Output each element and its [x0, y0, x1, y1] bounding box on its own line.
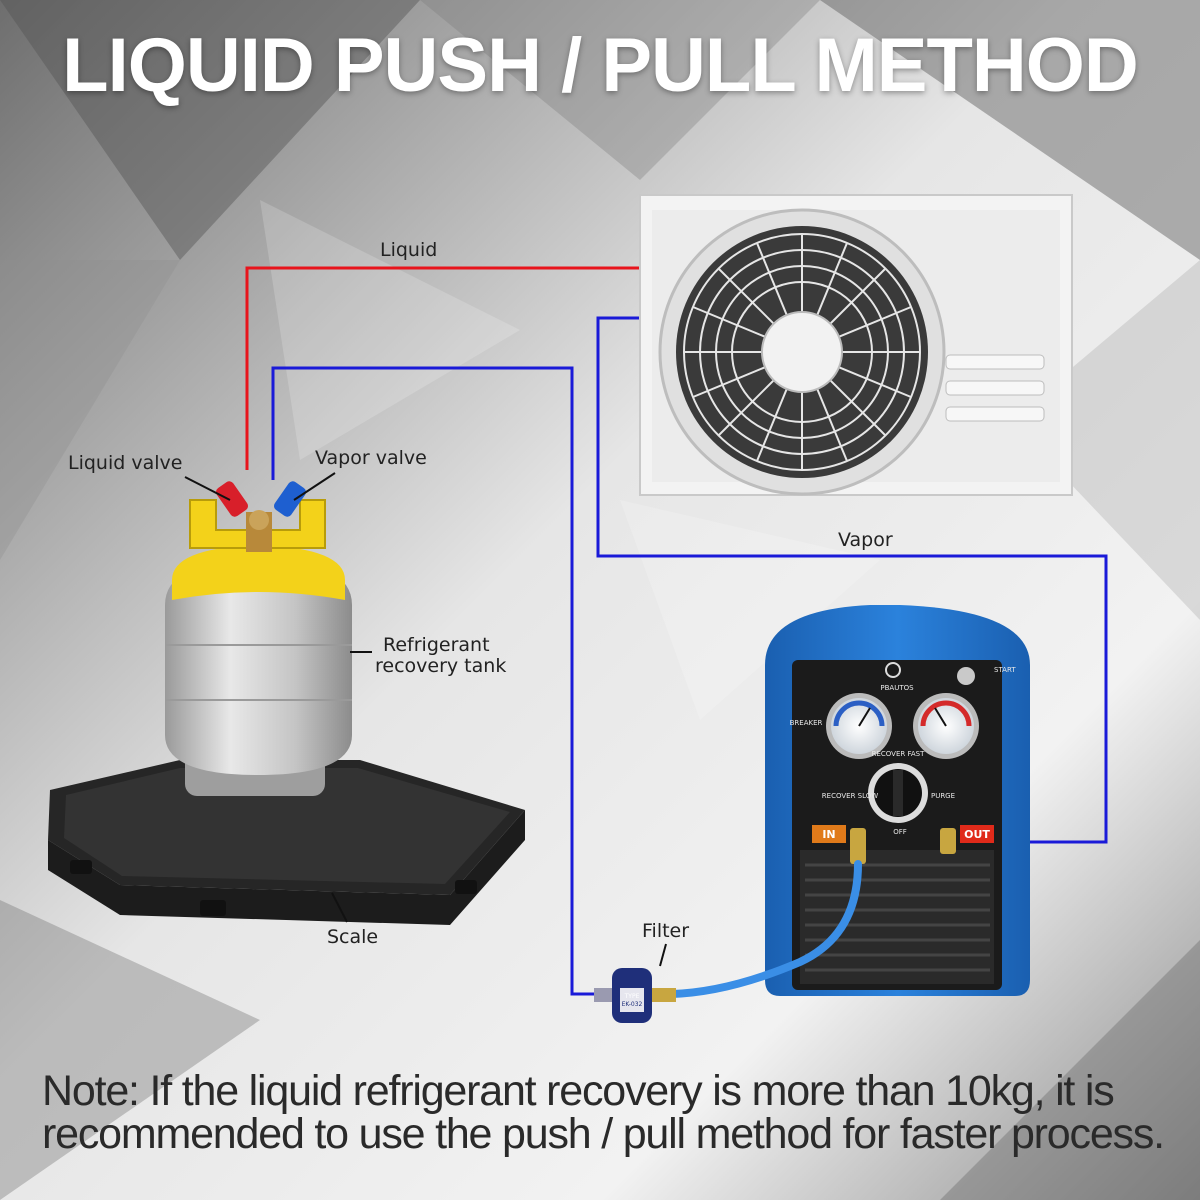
scale-label: Scale: [327, 926, 379, 948]
liquid-valve-label: Liquid valve: [68, 452, 183, 474]
note-line-1: Note: If the liquid refrigerant recovery…: [42, 1067, 1115, 1115]
blue-hose: [668, 860, 862, 998]
filter-type-label: TYPE: [624, 993, 640, 1000]
tank-label-line1: Refrigerant: [383, 634, 490, 656]
tank-label: Refrigerant recovery tank: [375, 635, 506, 677]
vapor-valve-label: Vapor valve: [315, 447, 427, 469]
filter-model-label: EK-032: [622, 1001, 643, 1008]
vapor-line-machine: [596, 316, 1108, 844]
ac-condensing-unit: [639, 194, 1073, 496]
scale: [48, 760, 525, 925]
machine-start-label: START: [994, 666, 1016, 674]
note-text: Note: If the liquid refrigerant recovery…: [42, 1070, 1182, 1156]
machine-recover-fast-label: RECOVER FAST: [872, 750, 925, 758]
filter-drier: [594, 968, 676, 1023]
filter-label: Filter: [642, 920, 690, 942]
machine-in-label: IN: [822, 828, 835, 841]
filter-leader: [659, 943, 667, 967]
recovery-machine: [765, 605, 1030, 996]
refrigerant-recovery-tank: [165, 481, 352, 796]
scale-leader: [331, 892, 348, 923]
liquid-valve-leader: [184, 476, 231, 501]
machine-recover-slow-label: RECOVER SLOW: [822, 792, 878, 800]
note-line-2: recommended to use the push / pull metho…: [42, 1110, 1165, 1158]
page-title: LIQUID PUSH / PULL METHOD: [62, 23, 1139, 108]
liquid-line: [245, 266, 640, 470]
machine-out-label: OUT: [964, 828, 990, 841]
vapor-line-label: Vapor: [838, 529, 893, 551]
machine-brand: PBAUTOS: [880, 684, 914, 692]
machine-off-label: OFF: [893, 828, 907, 836]
vapor-line-tank: [271, 366, 596, 996]
machine-purge-label: PURGE: [931, 792, 955, 800]
vapor-valve-leader: [293, 472, 336, 501]
liquid-line-label: Liquid: [380, 239, 438, 261]
machine-breaker-label: BREAKER: [790, 719, 823, 727]
tank-label-line2: recovery tank: [375, 654, 507, 677]
